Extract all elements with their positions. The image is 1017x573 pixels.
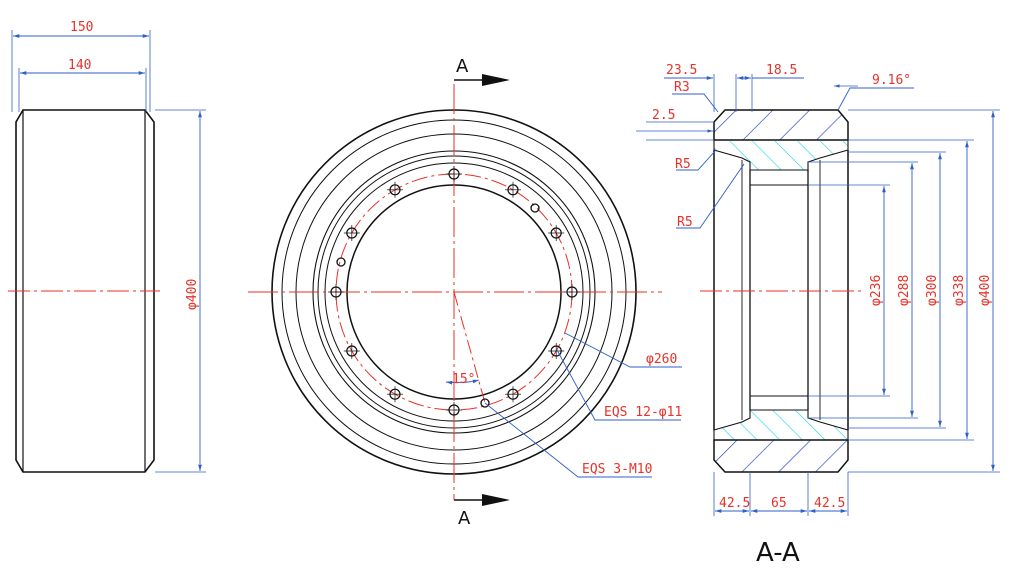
tapped-hole <box>336 257 346 267</box>
cut-marker-top: A <box>456 56 469 77</box>
dim-42-5-right: 42.5 <box>814 496 845 511</box>
top-liner-section <box>713 139 849 171</box>
radius-r3: R3 <box>674 80 690 95</box>
front-view: 15° φ260 EQS 12-φ11 EQS 3-M10 A A <box>248 56 682 529</box>
dim-phi260: φ260 <box>646 352 677 367</box>
section-label: A-A <box>756 538 800 568</box>
cut-marker-bottom: A <box>458 508 471 529</box>
radius-r5-b: R5 <box>677 215 693 230</box>
tapped-hole <box>530 203 540 213</box>
dim-phi400-side: φ400 <box>185 279 200 310</box>
label-eqs-tapped: EQS 3-M10 <box>582 462 652 477</box>
dim-42-5-left: 42.5 <box>719 496 750 511</box>
bolt-holes <box>328 166 580 418</box>
dim-18-5: 18.5 <box>766 63 797 78</box>
dim-phi300: φ300 <box>925 275 940 306</box>
bottom-liner-section <box>713 409 849 441</box>
dim-140: 140 <box>68 58 91 73</box>
dim-phi236: φ236 <box>869 275 884 306</box>
tapped-hole <box>480 398 490 408</box>
dim-23-5: 23.5 <box>666 63 697 78</box>
dim-150: 150 <box>70 20 93 35</box>
side-view: 150 140 φ400 <box>8 20 206 473</box>
dim-phi400-sec: φ400 <box>978 275 993 306</box>
dim-2-5: 2.5 <box>652 108 675 123</box>
label-eqs-holes: EQS 12-φ11 <box>604 405 682 420</box>
dim-65: 65 <box>771 496 787 511</box>
angle-9-16: 9.16° <box>872 73 911 88</box>
dim-phi288: φ288 <box>897 275 912 306</box>
bottom-body-section <box>713 439 849 473</box>
angle-15: 15° <box>452 372 475 387</box>
radius-r5-a: R5 <box>675 157 691 172</box>
dim-phi338: φ338 <box>952 275 967 306</box>
section-view: 23.5 18.5 9.16° R3 2.5 R5 R5 φ236 φ288 φ… <box>636 63 1000 568</box>
top-body-section <box>713 109 849 141</box>
